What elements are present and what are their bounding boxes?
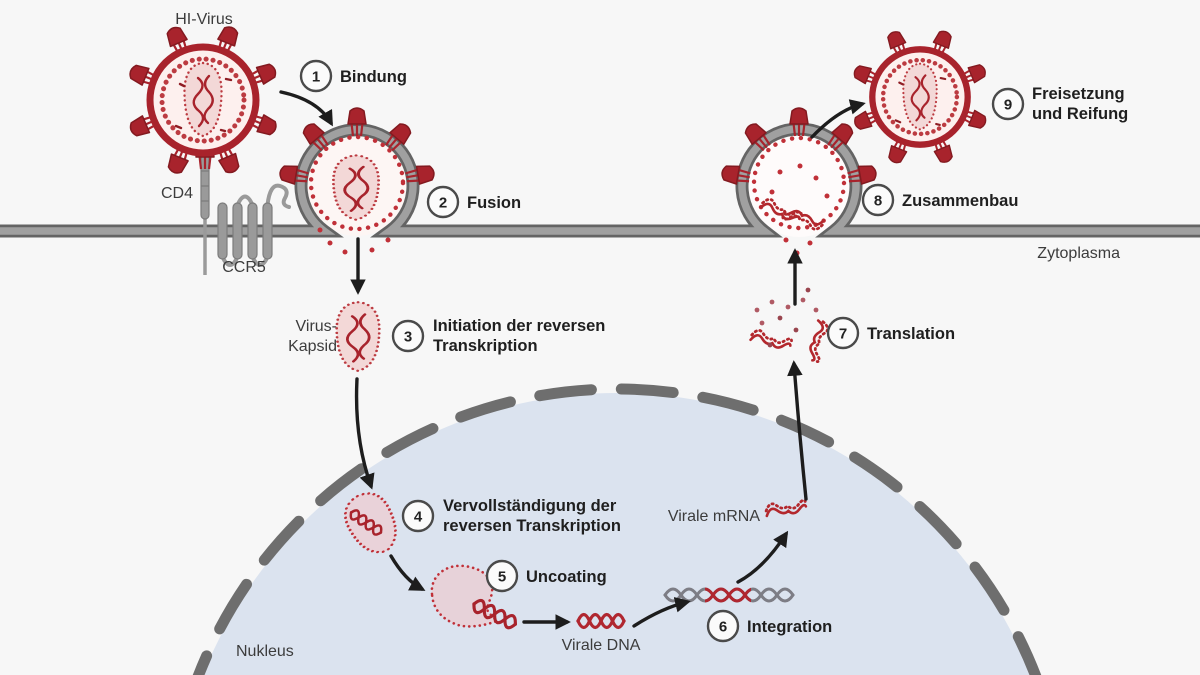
flow-arrows (279, 90, 866, 630)
step-4-number: 4 (414, 509, 423, 526)
plasma-membrane (0, 122, 1200, 238)
step-8-label: Zusammenbau (902, 192, 1018, 210)
step-1-label: Bindung (340, 68, 407, 86)
step-1-number: 1 (312, 69, 320, 86)
step-5-label: Uncoating (526, 568, 607, 586)
step-2-badge (426, 185, 460, 219)
step-6-number: 6 (719, 619, 727, 636)
fusing-virus (277, 106, 437, 255)
step-8: 8 Zusammenbau (861, 183, 1018, 217)
step-3-label-line1: Initiation der reversen (433, 317, 605, 335)
step-4-badge (401, 499, 435, 533)
cd4-label: CD4 (161, 185, 193, 202)
step-7-number: 7 (839, 326, 847, 343)
step-3-badge (391, 319, 425, 353)
step-1-badge (299, 59, 333, 93)
step-4-label-line1: Vervollständigung der (443, 497, 617, 515)
arrow-release (810, 99, 866, 139)
virus-kapsid-label-line2: Kapsid (288, 338, 337, 355)
step-4-label-line2: reversen Transkription (443, 517, 621, 535)
step-6-badge (706, 609, 740, 643)
nukleus-label: Nukleus (236, 643, 294, 660)
step-9: 9 Freisetzung und Reifung (991, 85, 1128, 123)
arrow-to-mrna (736, 530, 789, 584)
translation-site (748, 287, 831, 364)
virale-mrna-label: Virale mRNA (668, 508, 761, 525)
arrow-into-nucleus (354, 377, 375, 490)
uncoating-capsid (430, 564, 520, 632)
nuclear-envelope-dashes (192, 383, 1042, 675)
step-8-badge (861, 183, 895, 217)
ccr5-receptor (217, 183, 291, 267)
step-6-label: Integration (747, 618, 832, 636)
step-3: 3 Initiation der reversen Transkription (391, 317, 605, 355)
ccr5-label: CCR5 (222, 259, 266, 276)
step-9-number: 9 (1004, 97, 1012, 114)
virale-dna-label: Virale DNA (562, 637, 641, 654)
step-9-label-line2: und Reifung (1032, 105, 1128, 123)
step-5-badge (485, 559, 519, 593)
step-9-label-line1: Freisetzung (1032, 85, 1125, 103)
step-7-label: Translation (867, 325, 955, 343)
step-2-number: 2 (439, 195, 447, 212)
arrow-to-uncoating (389, 554, 426, 591)
step-3-label-line2: Transkription (433, 337, 538, 355)
nucleus (192, 383, 1042, 675)
step-1: 1 Bindung (299, 59, 407, 93)
arrow-binding (279, 90, 333, 127)
step-4: 4 Vervollständigung der reversen Transkr… (401, 497, 621, 535)
step-5-number: 5 (498, 569, 506, 586)
step-7-badge (826, 316, 860, 350)
step-6: 6 Integration (706, 609, 832, 643)
step-2-label: Fusion (467, 194, 521, 212)
step-7: 7 Translation (826, 316, 955, 350)
step-2: 2 Fusion (426, 185, 521, 219)
zytoplasma-label: Zytoplasma (1037, 245, 1120, 262)
hi-virus-label: HI-Virus (175, 11, 233, 28)
step-3-number: 3 (404, 329, 412, 346)
step-5: 5 Uncoating (485, 559, 607, 593)
arrow-to-translation (787, 360, 808, 501)
step-8-number: 8 (874, 193, 882, 210)
step-9-badge (991, 87, 1025, 121)
virus-kapsid-label-line1: Virus- (296, 318, 338, 335)
arrow-to-integration (632, 597, 691, 628)
